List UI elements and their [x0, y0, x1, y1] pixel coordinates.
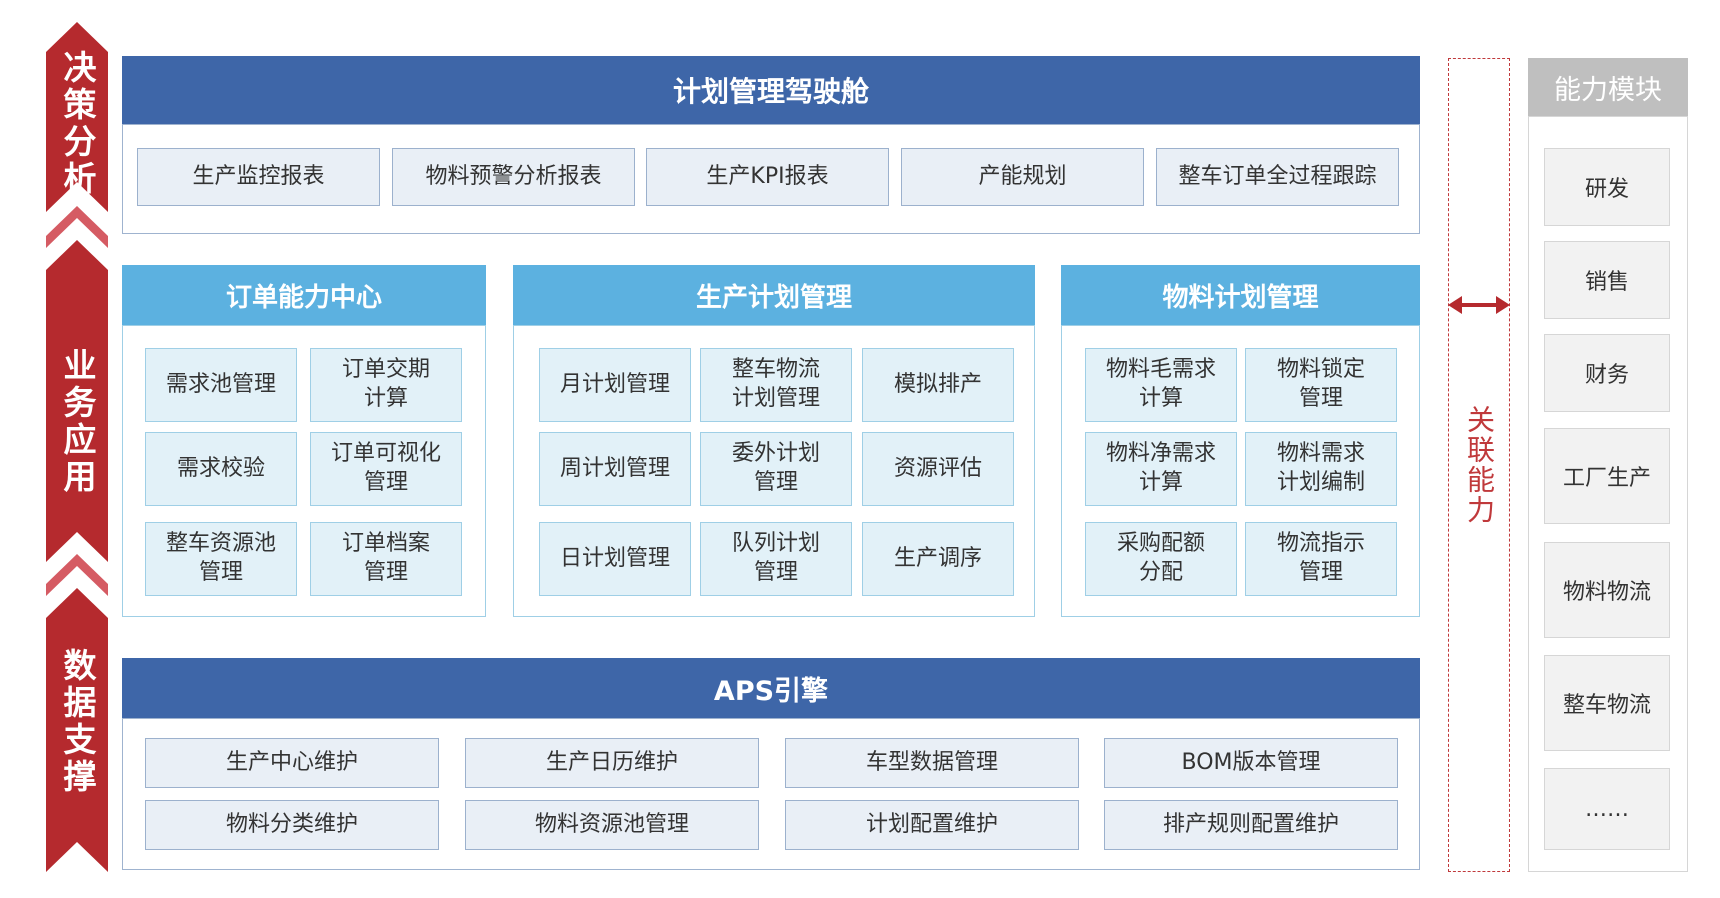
- aps-item: 生产中心维护: [145, 738, 439, 788]
- link-column: [1448, 58, 1510, 872]
- layer-arrow-column: 决策分析 业务应用 数据支撑: [46, 22, 108, 872]
- production-item: 模拟排产: [862, 348, 1014, 422]
- capability-item: 整车物流: [1544, 655, 1670, 751]
- production-plan-header: 生产计划管理: [513, 265, 1035, 325]
- production-item: 资源评估: [862, 432, 1014, 506]
- production-item: 月计划管理: [539, 348, 691, 422]
- layer-label-data: 数据支撑: [58, 648, 97, 796]
- capability-item: 财务: [1544, 334, 1670, 412]
- order-item: 订单档案 管理: [310, 522, 462, 596]
- material-item: 物料净需求 计算: [1085, 432, 1237, 506]
- capability-item: ……: [1544, 768, 1670, 850]
- cockpit-header: 计划管理驾驶舱: [122, 56, 1420, 124]
- aps-item: 排产规则配置维护: [1104, 800, 1398, 850]
- material-item: 物料锁定 管理: [1245, 348, 1397, 422]
- order-item: 需求池管理: [145, 348, 297, 422]
- order-item: 订单交期 计算: [310, 348, 462, 422]
- production-item: 日计划管理: [539, 522, 691, 596]
- aps-item: 计划配置维护: [785, 800, 1079, 850]
- cockpit-item: 产能规划: [901, 148, 1144, 206]
- order-center-header: 订单能力中心: [122, 265, 486, 325]
- capability-item: 销售: [1544, 241, 1670, 319]
- capability-item: 研发: [1544, 148, 1670, 226]
- cockpit-item: 生产KPI报表: [646, 148, 889, 206]
- cockpit-item: 整车订单全过程跟踪: [1156, 148, 1399, 206]
- double-arrow-icon: [1448, 296, 1510, 314]
- material-item: 采购配额 分配: [1085, 522, 1237, 596]
- capability-item: 物料物流: [1544, 542, 1670, 638]
- aps-item: 车型数据管理: [785, 738, 1079, 788]
- link-label: 关联能力: [1463, 405, 1496, 525]
- production-item: 生产调序: [862, 522, 1014, 596]
- order-item: 整车资源池 管理: [145, 522, 297, 596]
- layer-label-decision: 决策分析: [58, 50, 97, 198]
- production-item: 队列计划 管理: [700, 522, 852, 596]
- aps-item: 物料分类维护: [145, 800, 439, 850]
- layer-arrow-graphic: [46, 22, 108, 872]
- layer-label-business: 业务应用: [58, 348, 97, 496]
- capability-item: 工厂生产: [1544, 428, 1670, 524]
- capability-header: 能力模块: [1528, 58, 1688, 116]
- aps-header: APS引擎: [122, 658, 1420, 718]
- cockpit-item: 生产监控报表: [137, 148, 380, 206]
- aps-item: 生产日历维护: [465, 738, 759, 788]
- aps-item: BOM版本管理: [1104, 738, 1398, 788]
- production-item: 整车物流 计划管理: [700, 348, 852, 422]
- material-item: 物料毛需求 计算: [1085, 348, 1237, 422]
- material-item: 物流指示 管理: [1245, 522, 1397, 596]
- material-item: 物料需求 计划编制: [1245, 432, 1397, 506]
- cockpit-item: 物料预警分析报表: [392, 148, 635, 206]
- production-item: 委外计划 管理: [700, 432, 852, 506]
- aps-item: 物料资源池管理: [465, 800, 759, 850]
- production-item: 周计划管理: [539, 432, 691, 506]
- material-plan-header: 物料计划管理: [1061, 265, 1420, 325]
- order-item: 需求校验: [145, 432, 297, 506]
- order-item: 订单可视化 管理: [310, 432, 462, 506]
